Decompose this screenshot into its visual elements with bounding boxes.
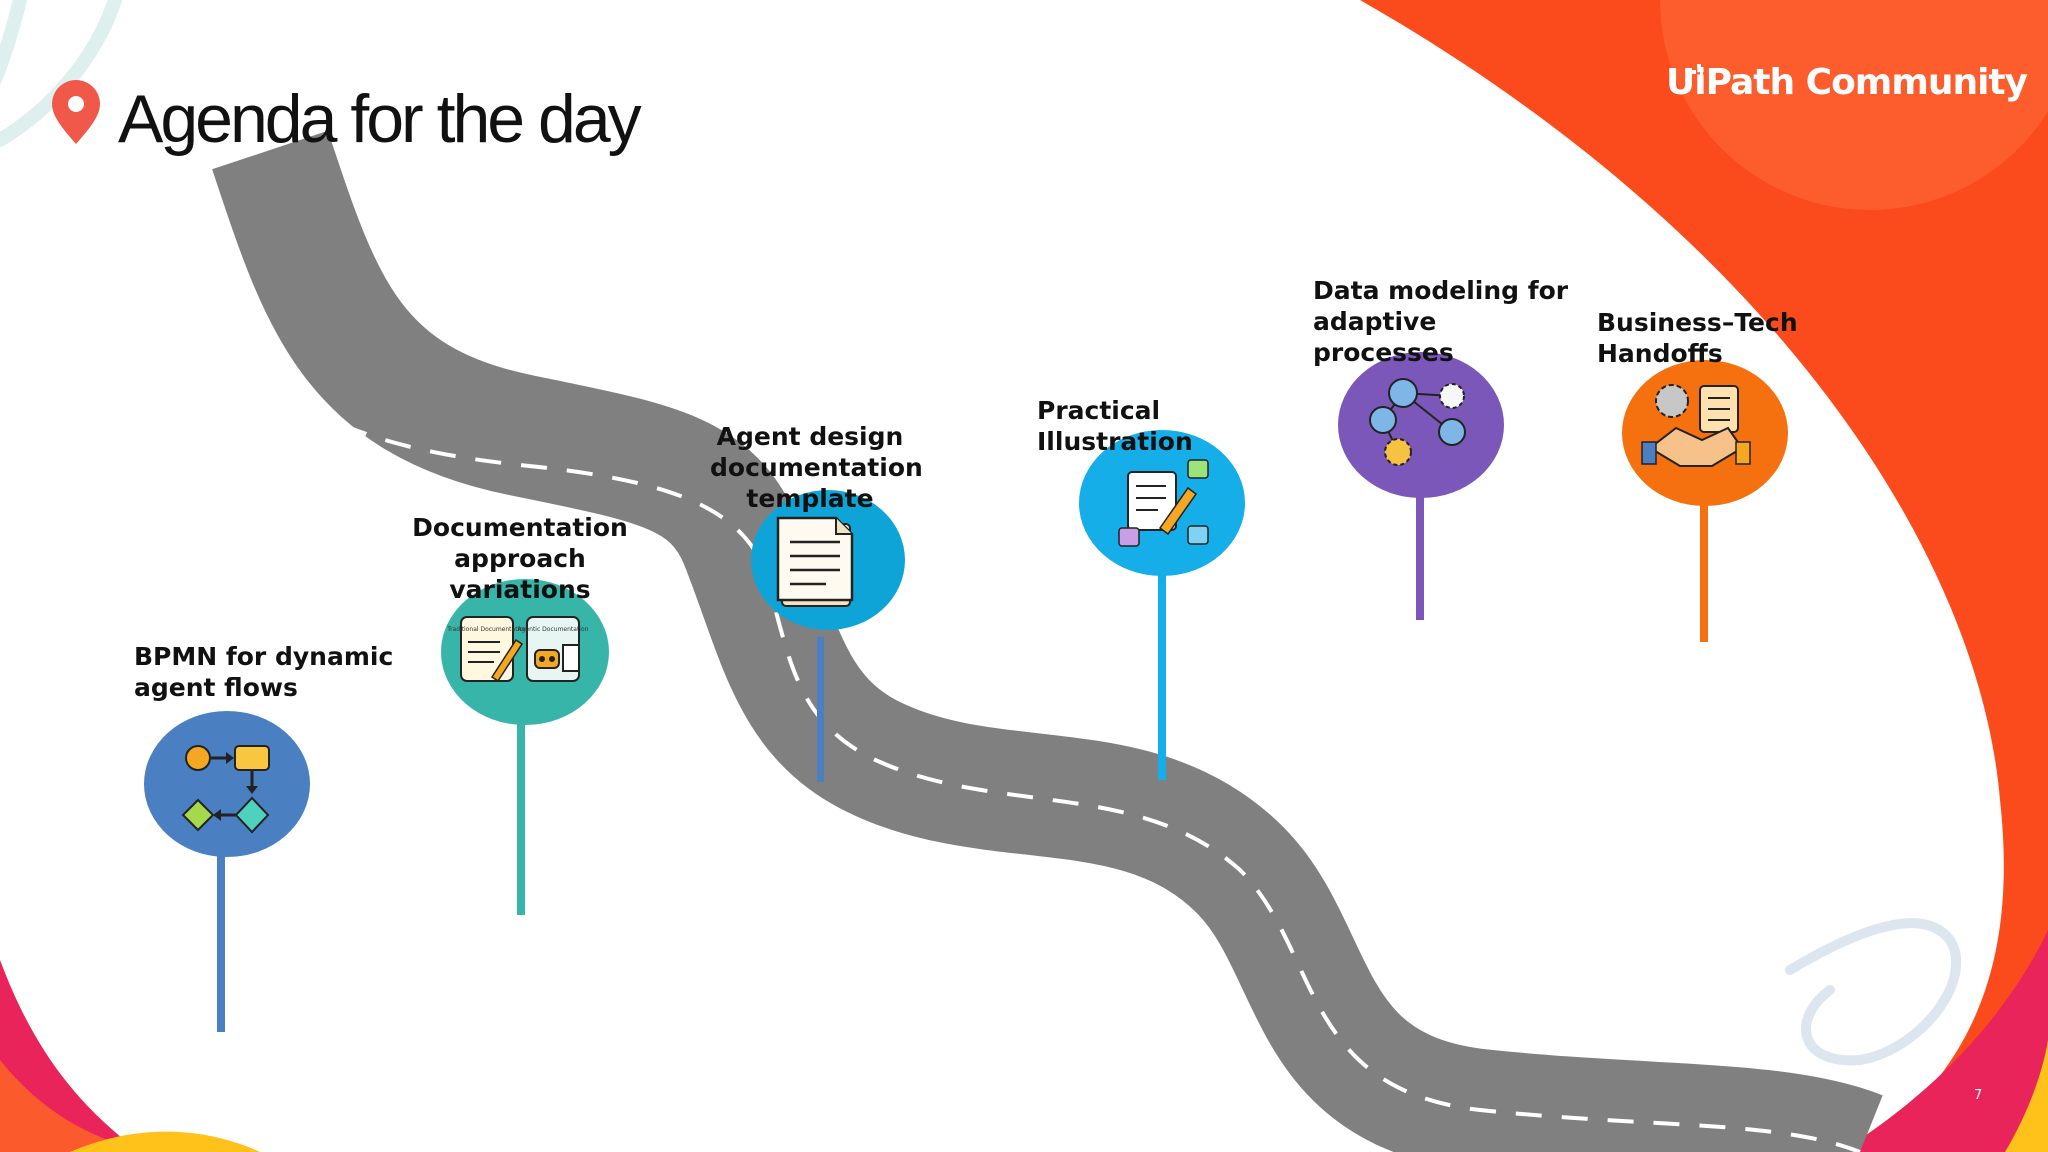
bottom-left-decoration-yellow: [70, 1131, 260, 1152]
milestone-2: Traditional Documentation Agentic Docume…: [441, 579, 609, 915]
page-title: Agenda for the day: [118, 81, 642, 157]
road-lane-markings: [260, 378, 1861, 1152]
milestone-6-stem: [1700, 500, 1708, 642]
milestone-4: [1079, 430, 1245, 780]
milestone-2-bubble: [441, 579, 609, 725]
corner-highlight-circle: [1660, 0, 2048, 210]
data-model-icon: [1369, 378, 1466, 466]
swirl-decoration-bottom-right: [1785, 918, 1961, 1066]
milestone-4-stem: [1158, 570, 1166, 780]
milestone-1-bubble: [144, 711, 310, 857]
flowchart-icon: [181, 745, 270, 834]
milestone-label-practical-illustration: Practical Illustration: [1037, 396, 1193, 456]
milestone-5-bubble: [1338, 352, 1504, 498]
milestone-5: [1338, 352, 1504, 620]
milestone-3: [751, 490, 905, 782]
milestone-label-documentation-approach: Documentation approach variations: [412, 513, 628, 604]
corner-decoration-pink: [1840, 930, 2048, 1152]
milestone-1: [144, 711, 310, 1032]
corner-decoration-yellow: [2005, 1040, 2048, 1152]
handshake-icon: [1641, 384, 1751, 467]
milestone-label-agent-design-template: Agent design documentation template: [710, 422, 923, 513]
milestone-3-stem: [817, 637, 824, 782]
document-icon: [776, 516, 854, 607]
page-number: 7: [1974, 1088, 1983, 1103]
milestone-1-stem: [217, 855, 225, 1032]
milestone-label-bpmn: BPMN for dynamic agent flows: [134, 642, 394, 702]
milestone-label-data-modeling: Data modeling for adaptive processes: [1313, 276, 1569, 367]
milestone-label-business-tech-handoffs: Business–Tech Handoffs: [1597, 308, 1798, 368]
documents-robot-icon: Traditional Documentation Agentic Docume…: [446, 616, 589, 683]
brand-logo: UiPath Community: [1666, 62, 2028, 103]
brand-logo-mark: [1692, 64, 1703, 75]
milestone-6: [1622, 360, 1788, 642]
agentic-doc-label: Agentic Documentation: [518, 626, 589, 633]
traditional-doc-label: Traditional Documentation: [446, 626, 527, 633]
location-pin-icon: [52, 80, 100, 144]
milestone-5-stem: [1416, 490, 1424, 620]
bottom-left-decoration-orange: [0, 1060, 150, 1152]
pencil-diagram-icon: [1118, 459, 1209, 547]
corner-decoration-orange: [1360, 0, 2048, 1152]
milestone-2-stem: [517, 720, 525, 915]
